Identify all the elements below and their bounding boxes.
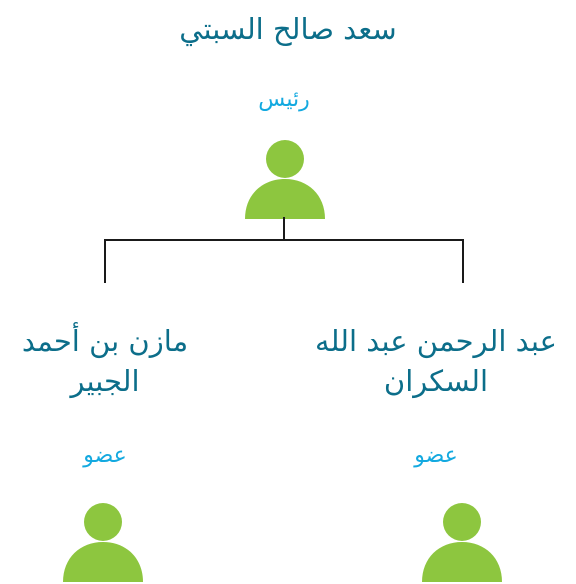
member-name-line1: مازن بن أحمد [21, 324, 189, 358]
head-name: سعد صالح السبتي [179, 12, 397, 46]
connector-left-drop [104, 239, 106, 283]
member-role: عضو [414, 443, 458, 468]
member-name-line1: عبد الرحمن عبد الله [315, 324, 557, 358]
member-name-line2: السكران [383, 364, 489, 398]
person-icon [245, 140, 325, 219]
member-name-line2: الجبير [70, 364, 140, 398]
member-role: عضو [83, 443, 127, 468]
person-icon [422, 503, 502, 582]
connector-right-drop [462, 239, 464, 283]
person-icon [63, 503, 143, 582]
connector-bar [104, 239, 464, 241]
head-role: رئيس [258, 87, 310, 112]
connector-stem [283, 217, 285, 241]
